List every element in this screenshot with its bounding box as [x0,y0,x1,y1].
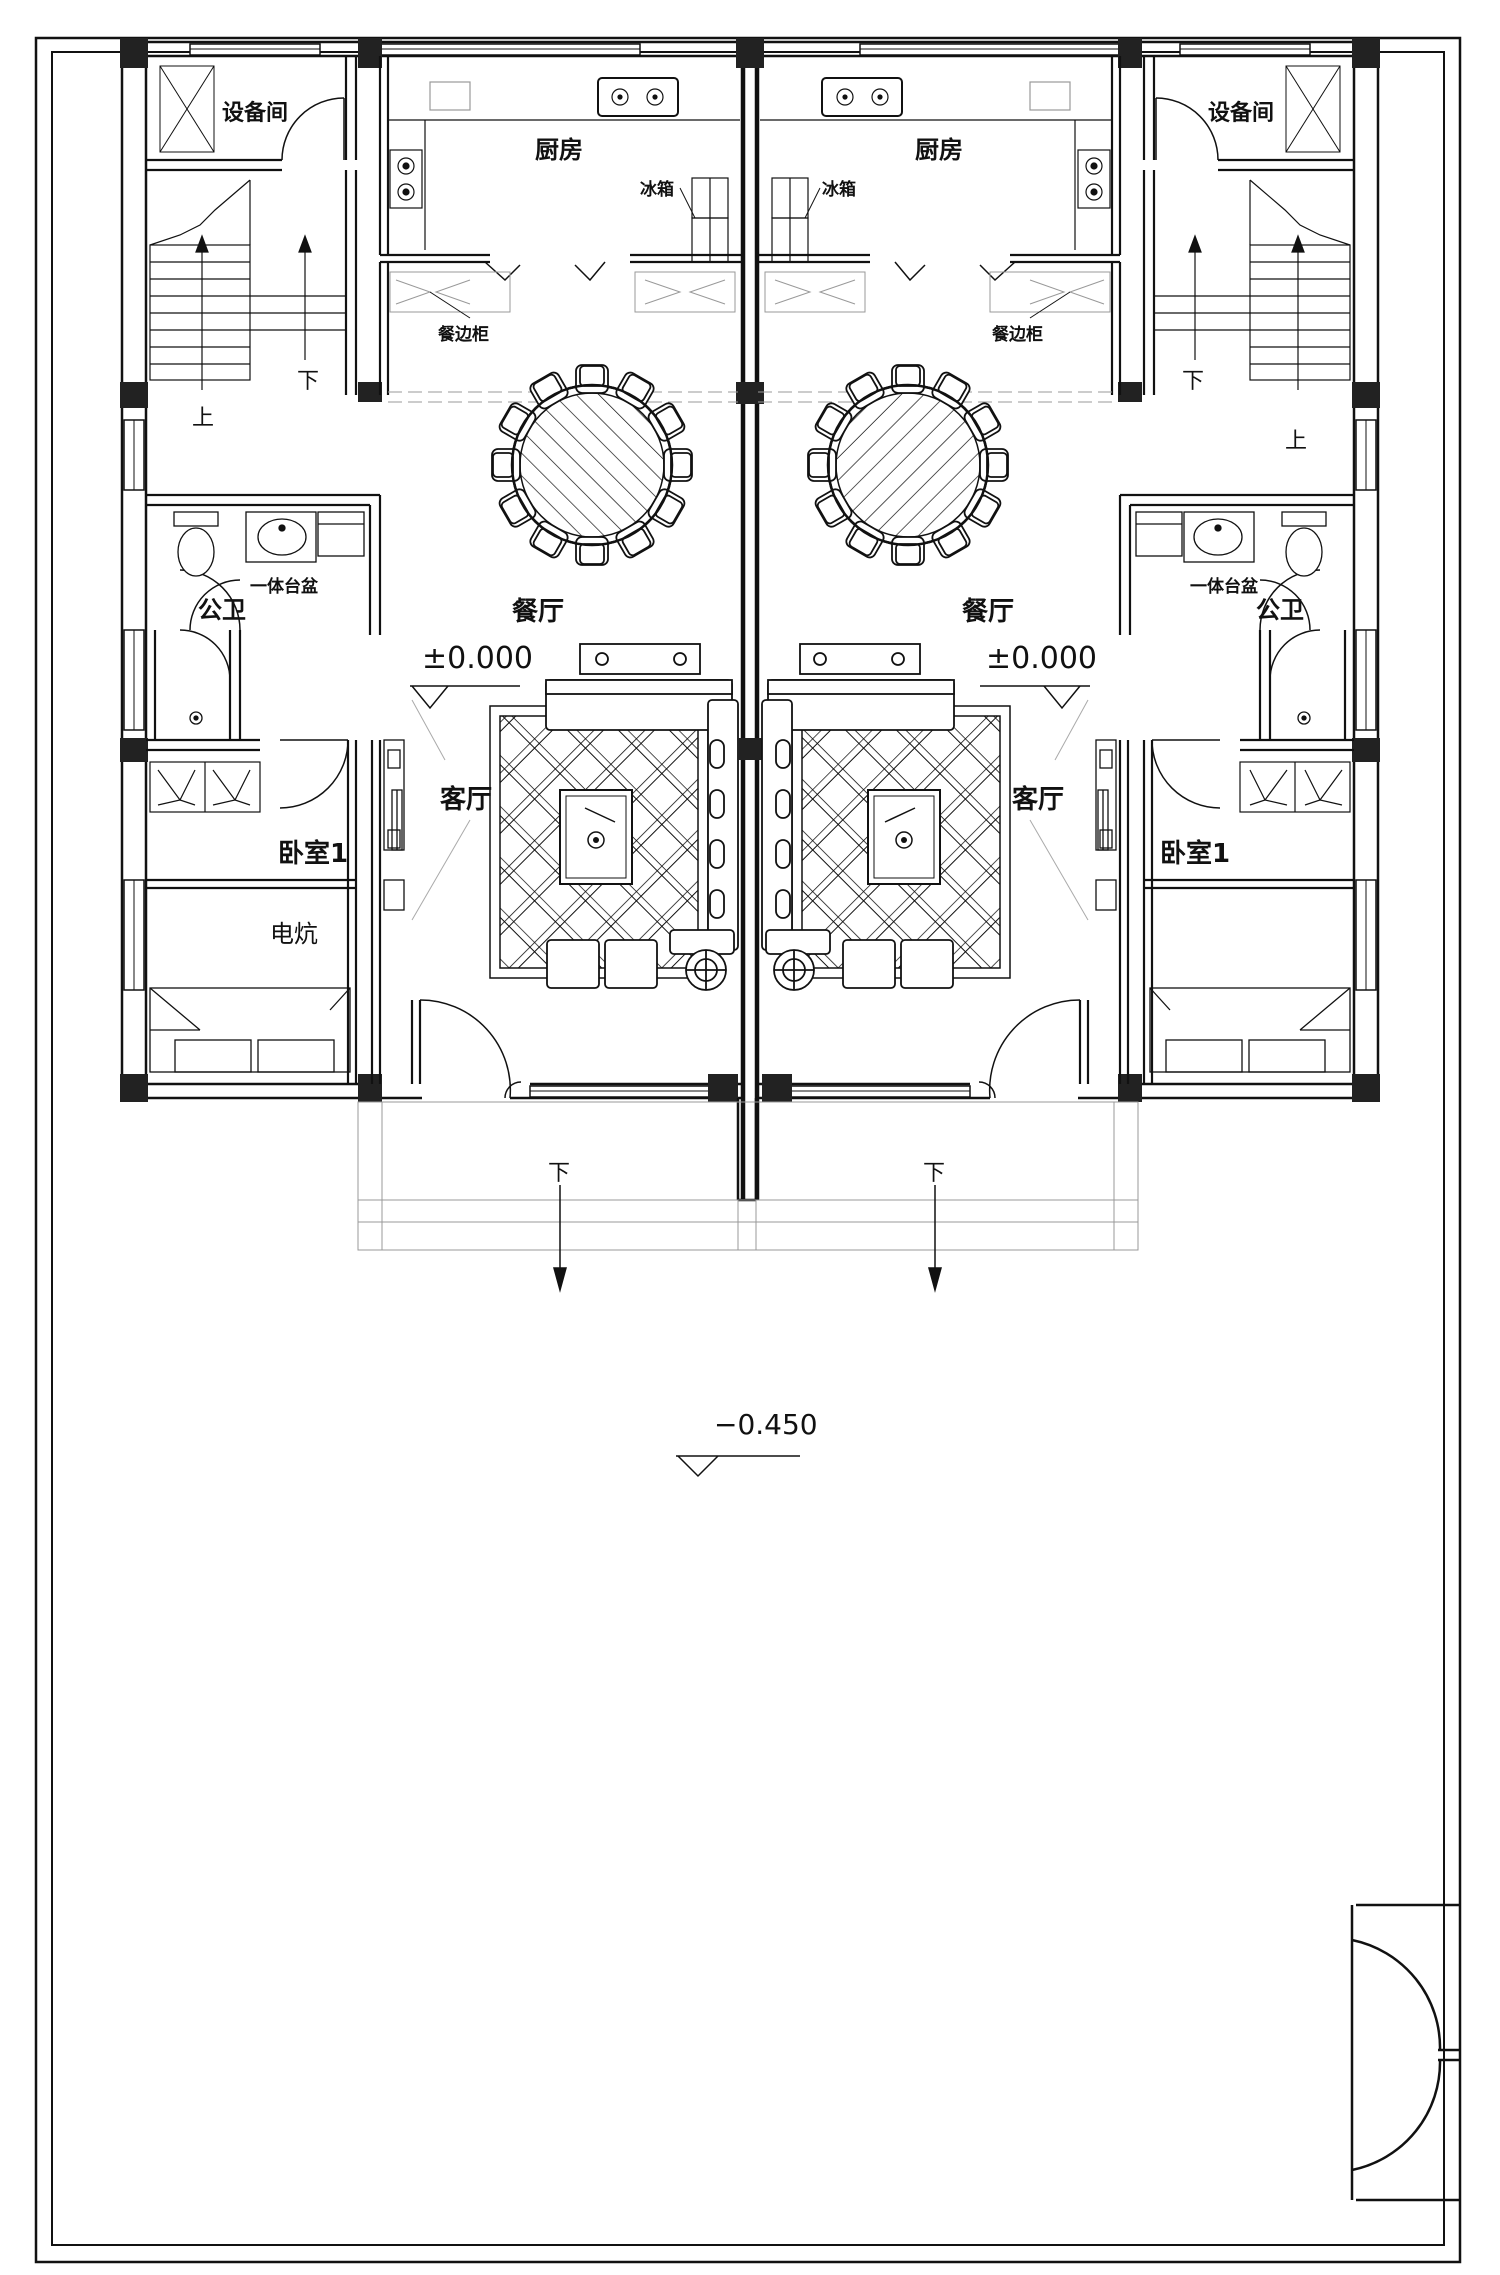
label-elev-left: ±0.000 [422,641,533,676]
label-elev-right: ±0.000 [986,641,1097,676]
label-vanity-right: 一体台盆 [1190,576,1259,597]
label-dining-left: 餐厅 [512,597,564,627]
label-down-right: 下 [1182,369,1204,394]
label-kang-left: 电炕 [270,920,318,948]
entry-terrace [357,1101,1139,1251]
label-up-right: 上 [1285,429,1307,454]
party-wall [736,1098,758,1202]
label-up-left: 上 [192,406,214,431]
label-living-left: 客厅 [440,784,492,815]
label-down-terrace-left: 下 [548,1161,570,1186]
site-boundary [34,36,1462,2264]
elevation-marker-yard [676,1455,800,1478]
label-elev-yard: −0.450 [714,1408,818,1441]
label-public-bath-left: 公卫 [198,596,246,624]
label-living-right: 客厅 [1012,784,1064,815]
label-public-bath-right: 公卫 [1256,596,1304,624]
label-sideboard-left: 餐边柜 [438,324,489,345]
label-bedroom1-right: 卧室1 [1160,838,1230,869]
label-dining-right: 餐厅 [962,597,1014,627]
label-down-terrace-right: 下 [923,1161,945,1186]
label-equipment-room-right: 设备间 [1208,100,1274,126]
label-bedroom1-left: 卧室1 [278,838,348,869]
elevation-marker-right [980,685,1090,710]
label-fridge-left: 冰箱 [640,179,674,200]
elevation-marker-left [410,685,520,710]
label-equipment-room-left: 设备间 [222,100,288,126]
label-vanity-left: 一体台盆 [250,576,319,597]
label-kitchen-right: 厨房 [915,136,963,164]
label-down-left: 下 [297,369,319,394]
label-sideboard-right: 餐边柜 [992,324,1043,345]
label-fridge-right: 冰箱 [822,179,856,200]
label-kitchen-left: 厨房 [535,136,583,164]
